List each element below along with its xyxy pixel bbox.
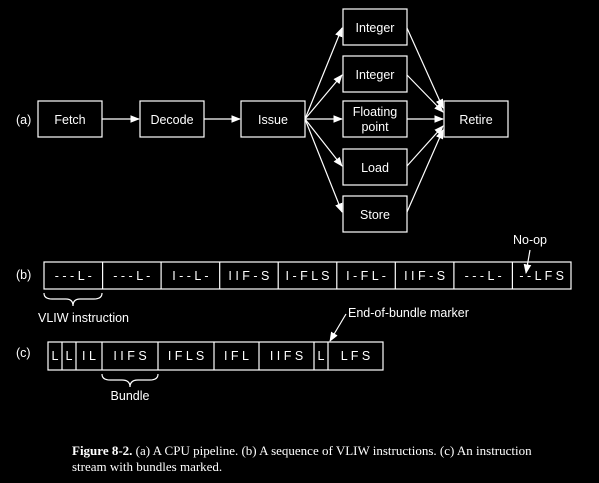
vliw-instruction-cell: - - - L - [55, 269, 92, 283]
arrow-integer-1-retire [406, 27, 444, 109]
unit-integer-2-label: Integer [356, 68, 395, 82]
unit-integer-1-label: Integer [356, 21, 395, 35]
stage-decode: Decode [139, 100, 205, 138]
end-of-bundle-marker-label: End-of-bundle marker [348, 306, 469, 320]
bundle-stream-cell: I F L S [168, 349, 204, 363]
stage-fetch: Fetch [37, 100, 103, 138]
vliw-instruction-cell: I - F L - [346, 269, 386, 283]
unit-store: Store [342, 195, 408, 233]
unit-fp-label-line2: point [361, 120, 389, 134]
arrow-issue-load [304, 118, 343, 167]
bundle-label: Bundle [111, 389, 150, 403]
vliw-instruction-cell: - - - L - [113, 269, 150, 283]
unit-fp-label-line1: Floating [353, 105, 398, 119]
stage-retire: Retire [443, 100, 509, 138]
vliw-instruction-label: VLIW instruction [38, 311, 129, 325]
noop-label: No-op [513, 233, 547, 247]
arrow-issue-integer-2 [304, 74, 343, 120]
bundle-stream-cell: L [66, 349, 73, 363]
stage-issue: Issue [240, 100, 306, 138]
stage-fetch-label: Fetch [54, 113, 85, 127]
noop-pointer-arrow [523, 249, 532, 274]
unit-integer-2: Integer [342, 55, 408, 93]
arrow-integer-2-retire [406, 74, 444, 113]
bundle-stream-cell: L [318, 349, 325, 363]
unit-floating-point: Floating point [342, 100, 408, 138]
stage-retire-label: Retire [459, 113, 492, 127]
vliw-instruction-cell: I - F L S [286, 269, 330, 283]
stage-issue-label: Issue [258, 113, 288, 127]
vliw-instruction-cell: I I F - S [228, 269, 269, 283]
arrow-store-retire [406, 129, 444, 213]
vliw-instruction-brace [43, 292, 103, 307]
figure-caption-text: (a) A CPU pipeline. (b) A sequence of VL… [72, 443, 532, 474]
unit-load-label: Load [361, 161, 389, 175]
unit-load: Load [342, 148, 408, 186]
part-c-label: (c) [16, 346, 31, 360]
unit-store-label: Store [360, 208, 390, 222]
vliw-instruction-cell: I I F - S [404, 269, 445, 283]
vliw-instruction-cell: I - - L - [172, 269, 208, 283]
bundle-stream-cell: I F L [224, 349, 249, 363]
bundle-stream-outline [47, 341, 384, 371]
end-of-bundle-pointer-arrow [329, 313, 347, 342]
figure-caption: Figure 8-2. (a) A CPU pipeline. (b) A se… [72, 443, 552, 475]
vliw-instruction-cell: - - - L - [465, 269, 502, 283]
bundle-stream-cell: I I F S [113, 349, 146, 363]
part-a-label: (a) [16, 113, 31, 127]
vliw-sequence-outline [43, 261, 572, 290]
arrow-load-retire [406, 125, 444, 167]
bundle-stream-cell: I I F S [270, 349, 303, 363]
bundle-stream-cell: L F S [341, 349, 370, 363]
bundle-brace [101, 373, 159, 388]
unit-integer-1: Integer [342, 8, 408, 46]
arrow-issue-integer-1 [304, 27, 343, 120]
figure-number: Figure 8-2. [72, 443, 133, 458]
arrow-issue-store [304, 118, 343, 213]
bundle-stream-cell: L [52, 349, 59, 363]
stage-decode-label: Decode [150, 113, 193, 127]
part-b-label: (b) [16, 268, 31, 282]
bundle-stream-cell: I L [82, 349, 96, 363]
